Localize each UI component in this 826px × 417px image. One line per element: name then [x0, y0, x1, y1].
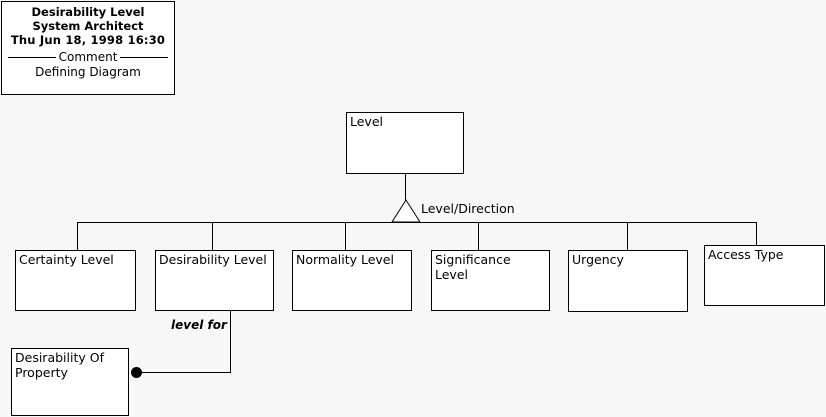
- class-name-desirability-of-property: Desirability Of Property: [15, 350, 104, 380]
- class-box-significance-level[interactable]: Significance Level: [431, 250, 550, 311]
- comment-text: Defining Diagram: [35, 65, 141, 79]
- class-box-desirability-level[interactable]: Desirability Level: [155, 250, 274, 311]
- generalization-triangle-icon: [391, 199, 421, 223]
- class-name-desirability-level: Desirability Level: [159, 252, 267, 267]
- generalization-bar: [77, 222, 757, 223]
- generalization-stem: [405, 174, 406, 201]
- class-box-desirability-of-property[interactable]: Desirability Of Property: [11, 348, 129, 416]
- comment-legend-label: Comment: [58, 50, 118, 64]
- association-line-horizontal: [141, 372, 231, 373]
- drop-line-urgency: [627, 222, 628, 251]
- comment-legend: Comment: [2, 50, 174, 64]
- association-line-vertical: [230, 311, 231, 372]
- diagram-timestamp: Thu Jun 18, 1998 16:30: [10, 33, 166, 47]
- class-name-certainty-level: Certainty Level: [19, 252, 114, 267]
- class-box-access-type[interactable]: Access Type: [704, 245, 825, 306]
- class-box-certainty-level[interactable]: Certainty Level: [15, 250, 136, 311]
- association-label: level for: [171, 318, 227, 332]
- generalization-label: Level/Direction: [421, 201, 515, 216]
- class-name-significance-level: Significance Level: [435, 252, 511, 282]
- diagram-name: Desirability Level: [31, 5, 145, 19]
- title-block: Desirability Level System Architect Thu …: [1, 1, 175, 95]
- title-block-heading: Desirability Level System Architect Thu …: [2, 2, 174, 47]
- drop-line-certainty-level: [77, 222, 78, 251]
- class-box-level[interactable]: Level: [346, 112, 464, 174]
- aggregation-dot-icon: [131, 367, 142, 378]
- class-name-normality-level: Normality Level: [296, 252, 394, 267]
- drop-line-normality-level: [345, 222, 346, 251]
- class-box-urgency[interactable]: Urgency: [568, 250, 688, 312]
- legend-rule-left: [8, 56, 56, 58]
- class-name-access-type: Access Type: [708, 247, 784, 262]
- class-box-normality-level[interactable]: Normality Level: [292, 250, 412, 311]
- class-name-level: Level: [350, 114, 383, 129]
- drop-line-desirability-level: [212, 222, 213, 251]
- drop-line-access-type: [756, 222, 757, 246]
- tool-name: System Architect: [32, 19, 144, 33]
- drop-line-significance-level: [478, 222, 479, 251]
- class-name-urgency: Urgency: [572, 252, 624, 267]
- legend-rule-right: [120, 56, 169, 58]
